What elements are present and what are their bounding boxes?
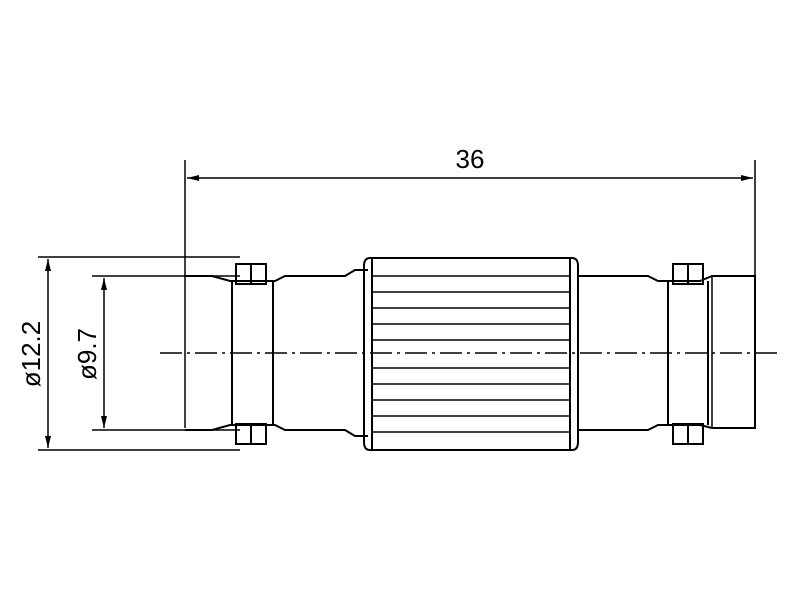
outer-diameter-dimension: ø12.2 bbox=[16, 256, 240, 451]
outer-diameter-label: ø12.2 bbox=[16, 321, 46, 388]
length-dimension-label: 36 bbox=[456, 144, 485, 174]
left-connector-body bbox=[185, 263, 368, 445]
inner-diameter-label: ø9.7 bbox=[72, 328, 102, 380]
right-connector-body bbox=[578, 263, 756, 445]
knurled-sleeve bbox=[363, 257, 579, 451]
length-dimension: 36 bbox=[184, 144, 756, 428]
